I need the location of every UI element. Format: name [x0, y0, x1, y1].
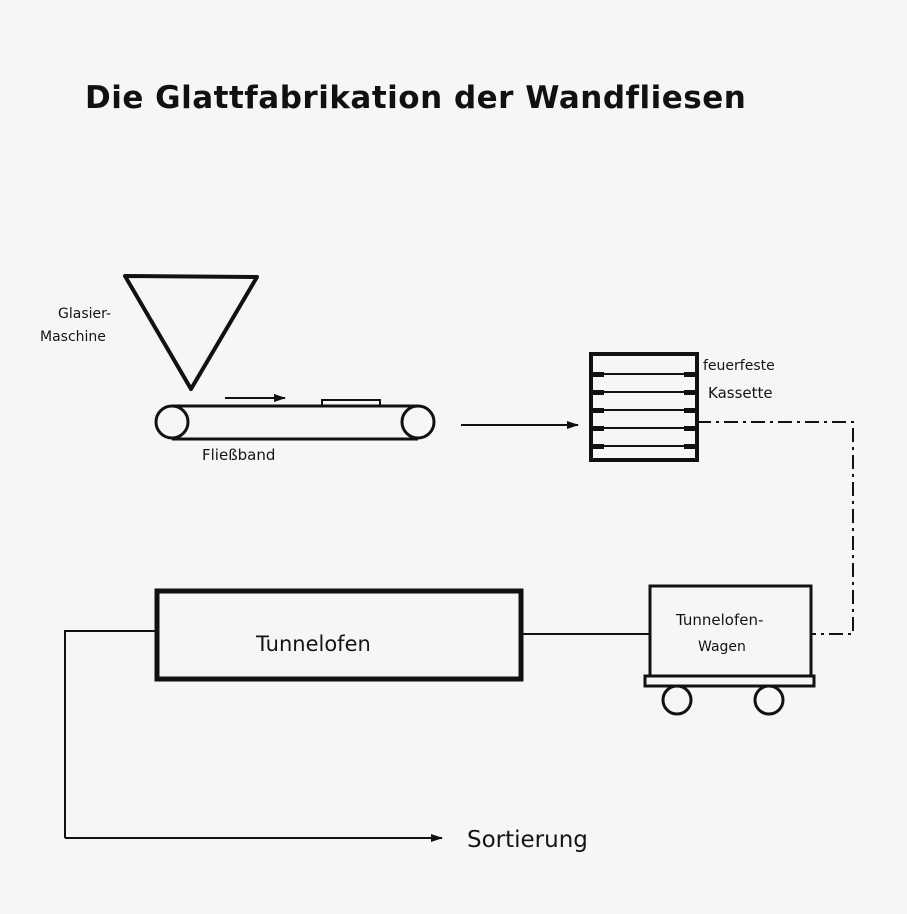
glaze-machine-funnel	[123, 274, 259, 391]
tunnel-kiln	[154, 588, 524, 682]
connector-cassette-to-cart	[697, 421, 854, 635]
tile-on-belt	[321, 399, 381, 407]
connector-kiln-exit	[64, 630, 157, 838]
cart-wheel-right	[753, 684, 785, 716]
tunnel-kiln-cart	[643, 584, 816, 716]
cart-label-line1: Tunnelofen-	[675, 611, 763, 629]
glaze-machine-label-line2: Maschine	[40, 329, 106, 345]
conveyor-roller-left	[154, 404, 190, 440]
conveyor-belt	[154, 399, 436, 441]
sorting-label: Sortierung	[467, 827, 588, 853]
glaze-machine-label-line1: Glasier-	[58, 306, 111, 322]
cassette-label-line1: feuerfeste	[703, 358, 775, 374]
conveyor-roller-right	[400, 404, 436, 440]
cart-label-line2: Wagen	[698, 639, 746, 655]
kiln-label: Tunnelofen	[255, 632, 371, 656]
conveyor-label: Fließband	[202, 446, 275, 464]
diagram-title: Die Glattfabrikation der Wandfliesen	[85, 80, 746, 116]
cart-wheel-left	[661, 684, 693, 716]
cassette-label-line2: Kassette	[708, 384, 773, 402]
refractory-cassette	[589, 352, 699, 462]
